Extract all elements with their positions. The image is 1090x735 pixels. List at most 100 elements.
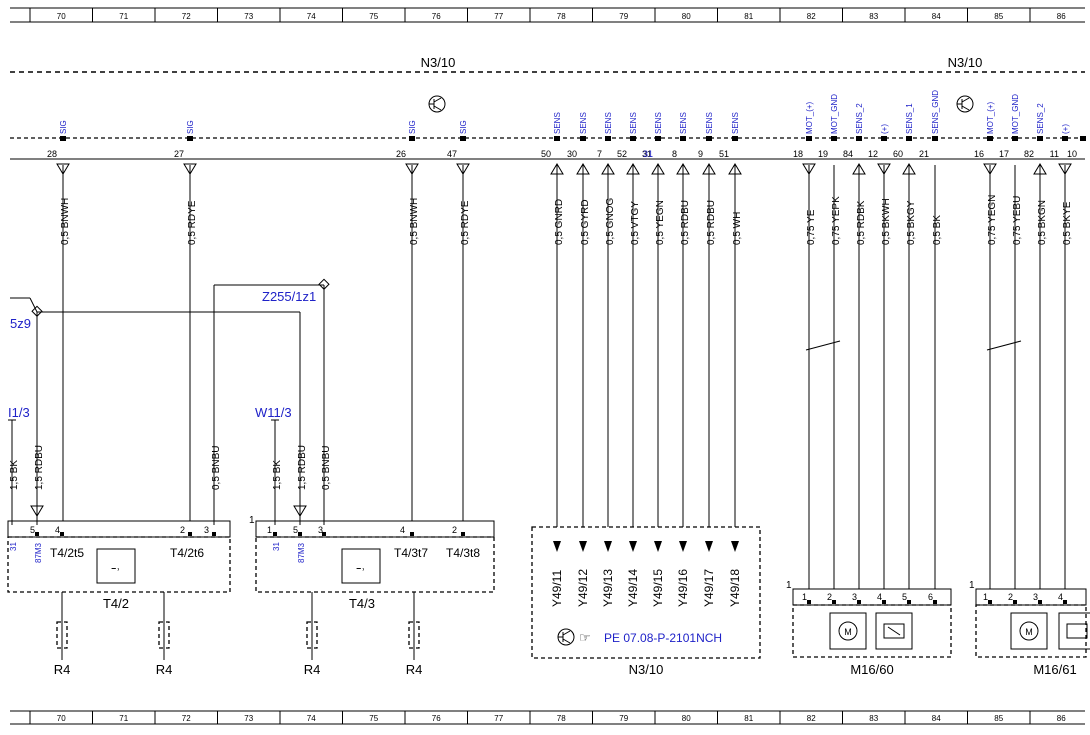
pin-signal-label: (+): [880, 124, 889, 134]
ruler-cell-label: 72: [182, 714, 191, 723]
y49-label: Y49/12: [576, 569, 590, 607]
pin-terminal: [856, 136, 862, 141]
t4-3-label-87m3: 87M3: [297, 542, 306, 563]
pin-terminal: [857, 600, 861, 604]
wire-color-label: 0,5 RDBK: [856, 200, 867, 245]
ruler-cell-label: 79: [619, 12, 628, 21]
ruler-cell-label: 78: [557, 714, 566, 723]
wire-color-label: 0,75 YE: [806, 209, 817, 245]
r4-label-4: R4: [406, 662, 423, 677]
pin-signal-label: (+): [1061, 124, 1070, 134]
ruler-cell-label: 80: [682, 12, 691, 21]
pin-signal-label: SIG: [408, 120, 417, 134]
pin-number: 18: [793, 149, 803, 159]
wire-color-label: 0,5 GYRD: [580, 199, 591, 245]
t4-2-t6-label: T4/2t6: [170, 546, 204, 560]
wire-label-rdbu-left: 1,5 RDBU: [34, 445, 45, 490]
r4-label-3: R4: [304, 662, 321, 677]
wire-color-label: 0,75 YEGN: [987, 195, 998, 245]
t4-2-pin-5: 5: [30, 525, 35, 535]
pin-terminal: [554, 136, 560, 141]
wire-label-bk-right: 1,5 BK: [272, 460, 283, 490]
y49-label: Y49/13: [601, 569, 615, 607]
y49-label: Y49/15: [651, 569, 665, 607]
motor-pin-number: 6: [928, 592, 933, 602]
pin-signal-label: SENS_2: [855, 103, 864, 134]
wire-color-label: 0,5 BKGY: [906, 200, 917, 245]
y49-label: Y49/18: [728, 569, 742, 607]
pin-terminal: [605, 136, 611, 141]
pin-signal-label: MOT_GND: [830, 94, 839, 134]
hand-pointer-icon: ☞: [579, 630, 591, 645]
ruler-cell-label: 77: [494, 12, 503, 21]
pin-signal-label: SENS: [731, 112, 740, 134]
ruler-cell-label: 76: [432, 12, 441, 21]
arrow-down-icon: [983, 163, 997, 175]
m16-60-component: M: [792, 588, 952, 658]
arrow-down-icon: [705, 541, 713, 552]
arrow-down-icon: [731, 541, 739, 552]
pin-terminal: [907, 600, 911, 604]
y49-ref-link[interactable]: PE 07.08-P-2101NCH: [604, 631, 722, 645]
pin-terminal: [1063, 600, 1067, 604]
arrow-up-icon: [550, 163, 564, 175]
arrow-up-icon: [852, 163, 866, 175]
ruler-cell-label: 70: [57, 12, 66, 21]
wire-color-label: 0,5 RDBU: [706, 200, 717, 245]
pin-number: 50: [541, 149, 551, 159]
pin-terminal: [1080, 136, 1086, 141]
arrow-up-icon: [1033, 163, 1047, 175]
arrow-down-icon: [456, 163, 470, 175]
transistor-icon: [557, 628, 575, 646]
arrow-down-icon: [654, 541, 662, 552]
arrow-down-icon: [679, 541, 687, 552]
ruler-cell-label: 81: [744, 714, 753, 723]
pin-terminal: [680, 136, 686, 141]
ruler-cell-label: 82: [807, 12, 816, 21]
m16-60-one: 1: [786, 580, 792, 591]
pin-signal-label: SENS: [553, 112, 562, 134]
arrow-down-icon: [877, 163, 891, 175]
pin-number: 11: [1050, 149, 1059, 159]
pin-terminal: [988, 600, 992, 604]
transformer-icon: ˗˒: [356, 558, 365, 574]
pin-terminal: [732, 136, 738, 141]
pin-number: 30: [567, 149, 577, 159]
pin-terminal: [1012, 136, 1018, 141]
arrow-up-icon: [626, 163, 640, 175]
pin-number: 47: [447, 149, 457, 159]
arrow-down-icon: [802, 163, 816, 175]
arrow-down-icon: [579, 541, 587, 552]
pin-signal-label: SIG: [59, 120, 68, 134]
wire-label-rdbu-right: 1,5 RDBU: [297, 445, 308, 490]
motor-pin-number: 1: [802, 592, 807, 602]
pin-number: 7: [597, 149, 602, 159]
wire-color-label: 0,5 BKWH: [881, 198, 892, 245]
pin-31-note: 31: [643, 149, 653, 159]
pin-number: 52: [617, 149, 627, 159]
ruler-cell-label: 70: [57, 714, 66, 723]
arrow-up-icon: [702, 163, 716, 175]
t4-3-one: 1: [249, 515, 255, 526]
ruler-cell-label: 83: [869, 12, 878, 21]
t4-3-component: ˗˒: [255, 520, 495, 660]
arrow-down-icon: [553, 541, 561, 552]
motor-pin-number: 5: [902, 592, 907, 602]
ruler-cell-label: 84: [932, 714, 941, 723]
ruler-cell-label: 85: [994, 714, 1003, 723]
ruler-cell-label: 72: [182, 12, 191, 21]
motor-pin-number: 1: [983, 592, 988, 602]
t4-3-pin-1: 1: [267, 525, 272, 535]
pin-terminal: [806, 136, 812, 141]
arrow-up-icon: [601, 163, 615, 175]
t4-3-t8-label: T4/3t8: [446, 546, 480, 560]
wire-label-bnbu-left: 0,5 BNBU: [211, 446, 222, 490]
motor-pin-number: 4: [1058, 592, 1063, 602]
pin-terminal: [906, 136, 912, 141]
pin-terminal: [655, 136, 661, 141]
t4-3-label-31: 31: [272, 542, 281, 551]
t4-3-pin-3: 3: [318, 525, 323, 535]
